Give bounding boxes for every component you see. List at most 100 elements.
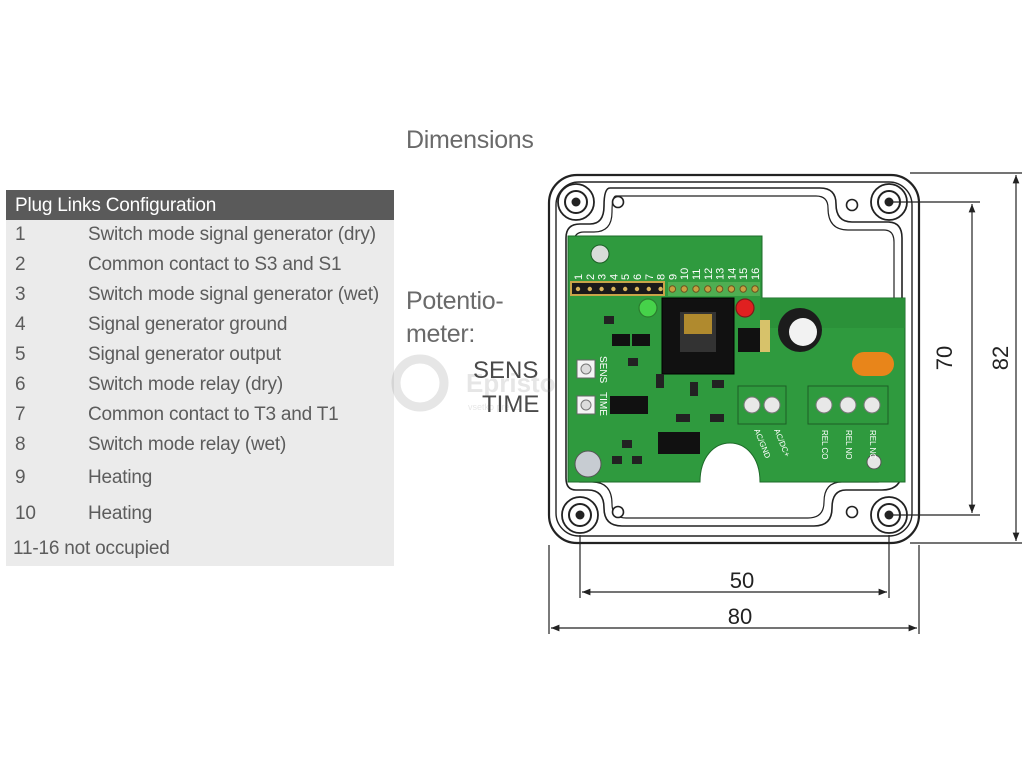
row-description: Signal generator output	[88, 344, 281, 365]
terminal-block-power	[737, 385, 787, 425]
pcb-mount-hole-icon	[574, 450, 602, 478]
pin-number-label: 8	[656, 274, 668, 280]
potentiometer-time-icon	[576, 395, 596, 415]
hole-icon	[845, 198, 859, 212]
row-description: Common contact to S3 and S1	[88, 254, 342, 275]
pin-number-label: 7	[644, 274, 656, 280]
header-pin	[739, 285, 747, 293]
screw-icon	[561, 496, 599, 534]
orange-capacitor-icon	[852, 352, 894, 376]
pin-number-label: 13	[715, 268, 727, 280]
screw-icon	[557, 183, 595, 221]
component-icon	[690, 382, 698, 396]
header-pins	[575, 285, 759, 293]
pin-number-label: 12	[703, 268, 715, 280]
pin-number-label: 4	[608, 274, 620, 280]
ic-chip-icon	[610, 396, 648, 414]
component-icon	[712, 380, 724, 388]
ic-chip-icon	[738, 328, 760, 352]
watermark-logo: Epristo vsetko pre ...	[391, 354, 556, 412]
rj-connector-icon	[661, 297, 735, 375]
header-pin	[611, 286, 616, 292]
potentiometer-label-line1: Potentio-	[406, 287, 504, 315]
potentiometer-sens-text: SENS	[473, 357, 538, 384]
pin-number-label: 15	[738, 268, 750, 280]
pin-header	[570, 281, 760, 296]
row-description: Switch mode signal generator (wet)	[88, 284, 380, 305]
table-row: 10 Heating	[6, 496, 394, 532]
row-number: 10	[15, 503, 36, 524]
component-icon	[760, 320, 770, 352]
table-row: 5 Signal generator output	[6, 340, 394, 370]
potentiometer-sens-icon	[576, 359, 596, 379]
component-icon	[612, 456, 622, 464]
header-pin	[680, 285, 688, 293]
plug-links-title: Plug Links Configuration	[6, 190, 394, 220]
pin-number-label: 6	[632, 274, 644, 280]
component-icon	[710, 414, 724, 422]
capacitor-icon	[778, 308, 822, 352]
row-number: 2	[15, 254, 26, 275]
table-note: 11-16 not occupied	[13, 538, 170, 559]
header-pin	[575, 286, 581, 292]
watermark-brand: Epristo	[466, 368, 556, 398]
pcb-mount-hole-icon	[866, 454, 882, 470]
header-pin	[727, 285, 736, 293]
row-number: 4	[15, 314, 26, 335]
dimensions-title: Dimensions	[406, 126, 534, 154]
row-description: Heating	[88, 503, 153, 524]
red-led-icon	[735, 298, 755, 318]
component-icon	[622, 440, 632, 448]
header-pin	[658, 286, 663, 292]
row-description: Heating	[88, 467, 153, 488]
component-icon	[632, 456, 642, 464]
header-pin	[715, 285, 724, 293]
row-number: 1	[15, 224, 26, 245]
header-pin	[668, 285, 677, 293]
header-pin	[623, 286, 628, 292]
pin-number-label: 16	[750, 268, 762, 280]
pin-number-label: 5	[620, 274, 632, 280]
row-description: Switch mode relay (dry)	[88, 374, 283, 395]
table-row: 6 Switch mode relay (dry)	[6, 370, 394, 400]
watermark-tagline: vsetko pre ...	[468, 402, 520, 412]
row-number: 5	[15, 344, 26, 365]
dimension-width-inner: 50	[730, 568, 754, 593]
header-pin	[751, 285, 759, 293]
dimension-lines	[548, 172, 1022, 634]
potentiometer-time-text: TIME	[482, 391, 539, 418]
hole-icon	[611, 505, 625, 519]
pin-number-label: 11	[691, 269, 703, 280]
pcb-time-label: TIME	[597, 392, 608, 416]
header-pin	[646, 286, 651, 292]
pcb-mount-hole-icon	[590, 244, 610, 264]
header-pin	[634, 286, 640, 292]
row-description: Common contact to T3 and T1	[88, 404, 339, 425]
dimension-height-inner: 70	[932, 346, 957, 370]
component-icon	[604, 316, 614, 324]
component-icon	[632, 334, 650, 346]
row-number: 6	[15, 374, 26, 395]
terminal-label: REL NO	[844, 430, 853, 460]
pcb-sens-label: SENS	[597, 356, 608, 384]
pin-number-label: 3	[597, 274, 609, 280]
dimension-height-outer: 82	[988, 346, 1013, 370]
component-icon	[676, 414, 690, 422]
pin-number-label: 1	[573, 274, 585, 280]
table-row: 2 Common contact to S3 and S1	[6, 250, 394, 280]
row-number: 7	[15, 404, 26, 425]
terminal-block-relay	[807, 385, 889, 425]
header-pin	[587, 286, 592, 292]
hole-icon	[845, 505, 859, 519]
dimension-width-outer: 80	[728, 604, 752, 629]
row-number: 8	[15, 434, 26, 455]
pin-number-label: 2	[585, 274, 597, 280]
terminal-label: REL CO	[820, 430, 829, 460]
pin-number-label: 10	[679, 268, 691, 280]
